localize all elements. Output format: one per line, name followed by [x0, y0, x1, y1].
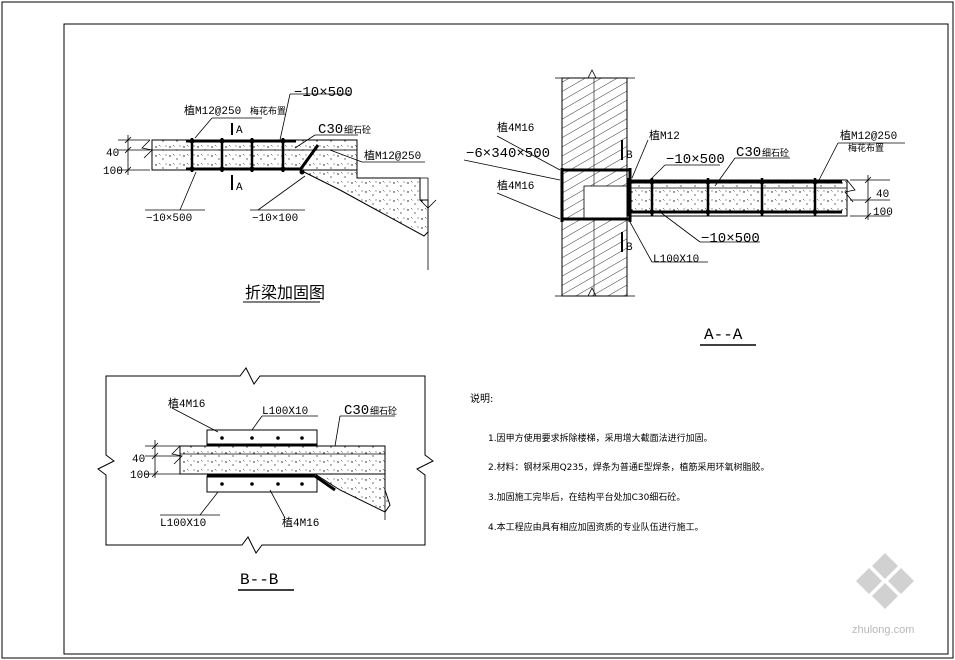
- d1-concrete-sub: 细石砼: [344, 124, 371, 136]
- d1-dim-100: 100: [103, 166, 123, 178]
- note-item-1: 1.因甲方使用要求拆除楼梯，采用增大截面法进行加固。: [488, 432, 713, 444]
- d3-title: B--B: [240, 571, 278, 589]
- notes-heading: 说明:: [470, 392, 493, 405]
- d3-angle-top: L100X10: [262, 406, 308, 418]
- note-item-3: 3.加固施工完毕后，在结构平台处加C30细石砼。: [488, 491, 685, 503]
- watermark-logo-icon: [856, 553, 914, 609]
- d3-concrete-sub: 细石砼: [370, 405, 397, 417]
- d1-section-mark-top: A: [236, 125, 243, 137]
- d2-anchor-mid: 植M12: [649, 128, 680, 143]
- d2-angle: L100X10: [653, 254, 699, 266]
- d2-plate-bottom: −10×500: [701, 231, 760, 247]
- concrete-slab-b: [179, 445, 386, 475]
- d3-anchor-bottom: 植4M16: [282, 515, 319, 530]
- watermark-text: zhulong.com: [852, 624, 914, 636]
- d1-plate-top-label: −10×500: [294, 85, 353, 101]
- d3-dim-100: 100: [130, 470, 150, 482]
- d2-concrete: C30: [736, 145, 761, 161]
- d1-anchor-top-label: 植M12@250: [184, 103, 241, 118]
- d1-anchor-top-sub: 梅花布置: [250, 105, 286, 117]
- d2-anchor-left-bottom: 植4M16: [497, 178, 534, 193]
- d2-section-mark-bottom: B: [626, 242, 633, 254]
- d1-plate-small-label: −10×100: [252, 213, 298, 225]
- notes-block: 说明: 1.因甲方使用要求拆除楼梯，采用增大截面法进行加固。 2.材料：钢材采用…: [470, 392, 770, 533]
- detail-section-a: 植4M16 −6×340×500 植4M16 植M12 −10×500 C30 …: [463, 69, 905, 346]
- d2-anchor-right: 植M12@250: [840, 128, 897, 143]
- d3-angle-bottom: L100X10: [160, 518, 206, 530]
- note-item-2: 2.材料：钢材采用Q235，焊条为普通E型焊条，植筋采用环氧树脂胶。: [488, 461, 770, 473]
- d3-concrete: C30: [344, 403, 369, 419]
- stair-flight: [299, 169, 429, 237]
- d2-title: A--A: [704, 326, 743, 344]
- d2-dim-100: 100: [873, 207, 893, 219]
- detail-section-b: 植4M16 L100X10 C30 细石砼 40 100 L100X10 植4M…: [97, 367, 434, 591]
- note-item-4: 4.本工程应由具有相应加固资质的专业队伍进行施工。: [488, 521, 704, 533]
- d2-dim-40: 40: [876, 189, 889, 201]
- d3-dim-40: 40: [132, 454, 145, 466]
- d1-dim-40: 40: [106, 148, 119, 160]
- d1-concrete-label: C30: [318, 122, 343, 138]
- d2-plate-top: −10×500: [666, 152, 725, 168]
- d2-concrete-sub: 细石砼: [762, 147, 789, 159]
- concrete-slab-a: [626, 179, 848, 217]
- detail-folded-beam: 植M12@250 梅花布置 −10×500 C30 细石砼 植M12@250 4…: [103, 85, 437, 303]
- d1-section-mark-bottom: A: [236, 182, 243, 194]
- d2-anchor-left-top: 植4M16: [497, 120, 534, 135]
- d1-anchor-right-label: 植M12@250: [364, 148, 421, 163]
- d2-plate-left: −6×340×500: [466, 146, 550, 162]
- d3-anchor-top: 植4M16: [168, 396, 205, 411]
- d1-title: 折梁加固图: [245, 284, 325, 303]
- concrete-slab: [151, 139, 358, 171]
- inner-border: [63, 23, 949, 655]
- d2-anchor-right-sub: 梅花布置: [848, 142, 884, 154]
- d1-plate-bottom-label: −10×500: [146, 213, 192, 225]
- d2-section-mark-top: B: [626, 150, 633, 162]
